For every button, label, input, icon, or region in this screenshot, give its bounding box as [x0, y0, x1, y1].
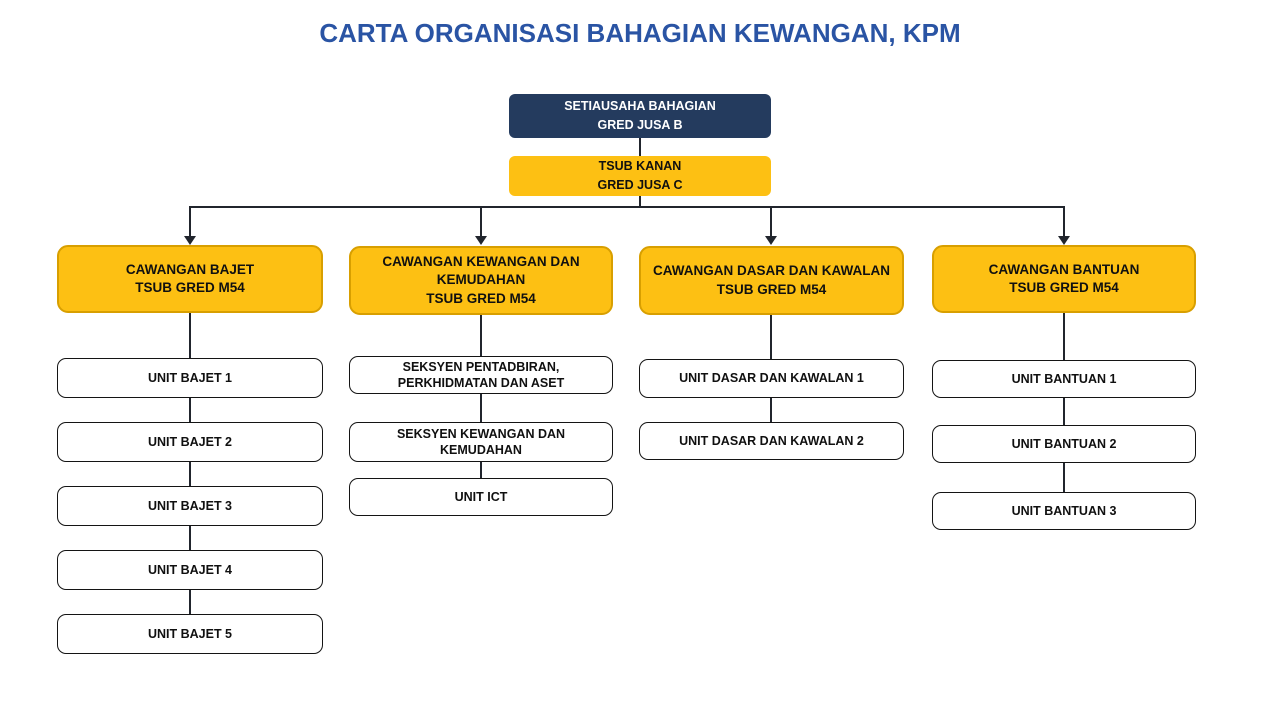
connector-drop-col4 [1063, 206, 1065, 237]
branch-grade: TSUB GRED M54 [426, 290, 536, 306]
unit-box-unit-ict: UNIT ICT [349, 478, 613, 516]
unit-box-bantuan-3: UNIT BANTUAN 3 [932, 492, 1196, 530]
connector-line [480, 462, 482, 478]
branch-header-cawangan-bajet: CAWANGAN BAJET TSUB GRED M54 [57, 245, 323, 313]
deputy-box-title: TSUB KANAN [598, 158, 682, 173]
branch-grade: TSUB GRED M54 [716, 281, 827, 297]
connector-line [189, 526, 191, 550]
unit-label: SEKSYEN KEWANGAN DAN KEMUDAHAN [396, 426, 566, 457]
branch-grade: TSUB GRED M54 [1009, 280, 1119, 295]
connector-drop-col2 [480, 206, 482, 237]
branch-name: CAWANGAN KEWANGAN DAN KEMUDAHAN [382, 254, 580, 288]
unit-label: UNIT BANTUAN 1 [1011, 371, 1117, 386]
unit-label: UNIT BAJET 5 [147, 626, 233, 641]
connector-drop-col3 [770, 206, 772, 237]
unit-box-bajet-4: UNIT BAJET 4 [57, 550, 323, 590]
root-box-setiausaha: SETIAUSAHA BAHAGIAN GRED JUSA B [509, 94, 771, 138]
connector-drop-col1 [189, 206, 191, 237]
root-box-grade: GRED JUSA B [597, 118, 683, 132]
arrow-down-icon [1058, 236, 1070, 245]
connector-line [770, 315, 772, 359]
unit-box-bajet-2: UNIT BAJET 2 [57, 422, 323, 462]
branch-header-cawangan-bantuan: CAWANGAN BANTUAN TSUB GRED M54 [932, 245, 1196, 313]
connector-line [189, 313, 191, 358]
branch-name: CAWANGAN BAJET [125, 261, 255, 277]
branch-name: CAWANGAN BANTUAN [988, 261, 1140, 277]
unit-box-dasar-kawalan-2: UNIT DASAR DAN KAWALAN 2 [639, 422, 904, 460]
unit-label: SEKSYEN PENTADBIRAN, PERKHIDMATAN DAN AS… [397, 359, 565, 390]
unit-box-bajet-3: UNIT BAJET 3 [57, 486, 323, 526]
connector-deputy-trunk [639, 196, 641, 207]
connector-line [480, 315, 482, 356]
unit-label: UNIT ICT [454, 489, 508, 504]
connector-horizontal-bus [189, 206, 1065, 208]
unit-box-bantuan-2: UNIT BANTUAN 2 [932, 425, 1196, 463]
unit-label: UNIT BAJET 3 [147, 498, 233, 513]
deputy-box-tsub-kanan: TSUB KANAN GRED JUSA C [509, 156, 771, 196]
root-box-title: SETIAUSAHA BAHAGIAN [564, 98, 716, 113]
unit-label: UNIT DASAR DAN KAWALAN 2 [679, 433, 864, 448]
unit-box-dasar-kawalan-1: UNIT DASAR DAN KAWALAN 1 [639, 359, 904, 398]
unit-box-bajet-5: UNIT BAJET 5 [57, 614, 323, 654]
connector-root-deputy [639, 138, 641, 156]
connector-line [1063, 313, 1065, 360]
unit-label: UNIT BAJET 2 [147, 434, 233, 449]
arrow-down-icon [475, 236, 487, 245]
arrow-down-icon [184, 236, 196, 245]
connector-line [770, 398, 772, 422]
branch-header-cawangan-dasar: CAWANGAN DASAR DAN KAWALAN TSUB GRED M54 [639, 246, 904, 315]
connector-line [189, 462, 191, 486]
connector-line [1063, 398, 1065, 425]
unit-label: UNIT BAJET 1 [147, 370, 233, 385]
unit-label: UNIT BANTUAN 2 [1011, 436, 1117, 451]
unit-box-seksyen-pentadbiran: SEKSYEN PENTADBIRAN, PERKHIDMATAN DAN AS… [349, 356, 613, 394]
branch-name: CAWANGAN DASAR DAN KAWALAN [653, 263, 890, 279]
page-title: CARTA ORGANISASI BAHAGIAN KEWANGAN, KPM [319, 18, 961, 48]
arrow-down-icon [765, 236, 777, 245]
unit-label: UNIT BANTUAN 3 [1011, 503, 1117, 518]
connector-line [1063, 463, 1065, 492]
connector-line [189, 590, 191, 614]
connector-line [480, 394, 482, 422]
unit-box-bantuan-1: UNIT BANTUAN 1 [932, 360, 1196, 398]
branch-grade: TSUB GRED M54 [135, 280, 245, 295]
connector-line [189, 398, 191, 422]
unit-label: UNIT DASAR DAN KAWALAN 1 [679, 371, 864, 386]
branch-header-cawangan-kewangan: CAWANGAN KEWANGAN DAN KEMUDAHAN TSUB GRE… [349, 246, 613, 315]
deputy-box-grade: GRED JUSA C [597, 178, 683, 192]
unit-label: UNIT BAJET 4 [147, 562, 233, 577]
unit-box-bajet-1: UNIT BAJET 1 [57, 358, 323, 398]
unit-box-seksyen-kewangan: SEKSYEN KEWANGAN DAN KEMUDAHAN [349, 422, 613, 462]
